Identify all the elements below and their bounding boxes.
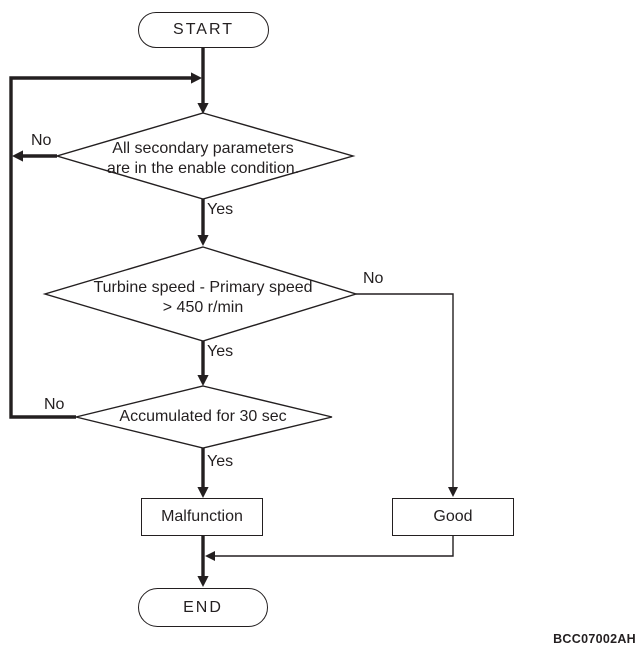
connector-decision2-no-to-good <box>356 293 458 497</box>
connector-start-to-decision1 <box>197 47 209 114</box>
connector-decision3-to-malfunction <box>197 447 209 498</box>
decision1-no-label: No <box>31 132 52 149</box>
connector-decision2-to-decision3 <box>197 340 209 386</box>
decision2-text: Turbine speed - Primary speed > 450 r/mi… <box>58 278 348 318</box>
decision1-diamond <box>54 112 356 200</box>
arrowhead-down-icon <box>197 375 209 386</box>
decision2-diamond <box>42 246 359 342</box>
decision3-no-label: No <box>44 396 65 413</box>
arrowhead-left-icon <box>205 551 215 561</box>
decision2-yes-label: Yes <box>207 343 234 360</box>
connector-malfunction-to-end <box>197 535 209 587</box>
decision2-text-line2: > 450 r/min <box>162 299 244 316</box>
good-node: Good <box>392 498 514 536</box>
arrowhead-right-icon <box>191 72 202 84</box>
arrowhead-down-icon <box>197 103 209 114</box>
connector-decision1-to-decision2 <box>197 198 209 246</box>
connector-decision1-no <box>12 150 57 162</box>
end-node: END <box>138 588 268 627</box>
decision2-text-line1: Turbine speed - Primary speed <box>93 279 313 296</box>
start-label: START <box>173 21 234 38</box>
decision1-text-line2: are in the enable condition. <box>106 160 300 177</box>
decision3-yes-label: Yes <box>207 453 234 470</box>
arrowhead-down-icon <box>197 576 209 587</box>
decision3-text: Accumulated for 30 sec <box>58 407 348 427</box>
connector-good-to-merge <box>205 535 454 561</box>
decision1-text-line1: All secondary parameters <box>112 140 294 157</box>
decision1-text: All secondary parameters are in the enab… <box>58 139 348 179</box>
connector-feedback-loop <box>9 72 202 419</box>
start-node: START <box>138 12 269 48</box>
arrowhead-down-icon <box>448 487 458 497</box>
arrowhead-down-icon <box>197 487 209 498</box>
decision3-diamond <box>75 385 333 449</box>
figure-code: BCC07002AH <box>553 632 636 646</box>
arrowhead-down-icon <box>197 235 209 246</box>
decision3-text-line1: Accumulated for 30 sec <box>119 408 287 425</box>
decision1-yes-label: Yes <box>207 201 234 218</box>
good-label: Good <box>433 508 473 525</box>
arrowhead-left-icon <box>12 150 23 162</box>
decision2-no-label: No <box>363 270 384 287</box>
end-label: END <box>183 598 223 616</box>
malfunction-label: Malfunction <box>161 508 243 525</box>
malfunction-node: Malfunction <box>141 498 263 536</box>
